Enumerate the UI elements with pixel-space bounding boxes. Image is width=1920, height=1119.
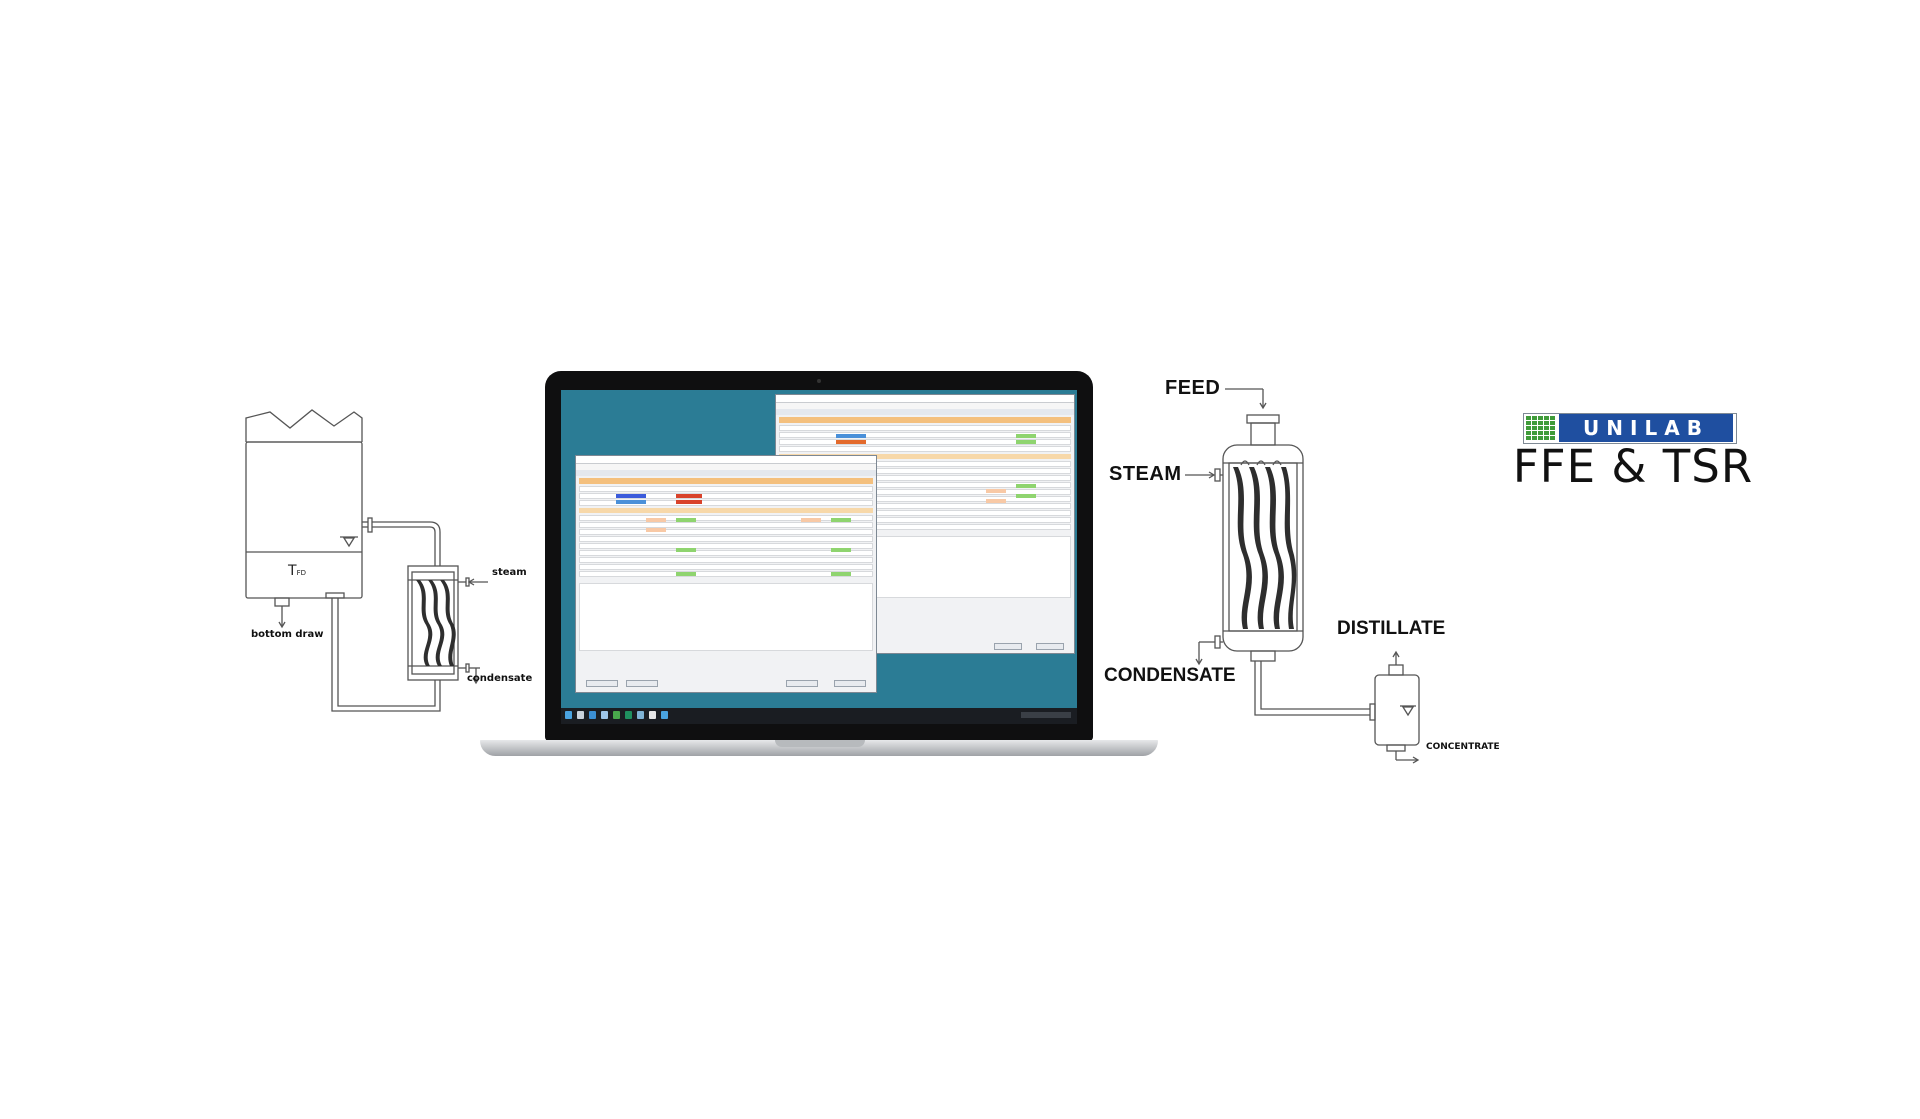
condensate-label-right: CONDENSATE xyxy=(1104,665,1236,686)
bottom-draw-label: bottom draw xyxy=(251,629,324,640)
level-indicator-icon xyxy=(1401,706,1415,717)
taskbar-app-icon xyxy=(589,711,596,719)
steam-label-left: steam xyxy=(492,567,527,578)
feed-label: FEED xyxy=(1165,377,1221,399)
taskbar-app-icon xyxy=(649,711,656,719)
window-titlebar xyxy=(576,456,876,464)
laptop-screen xyxy=(561,390,1077,724)
software-window-front xyxy=(575,455,877,693)
laptop-base xyxy=(480,740,1158,756)
level-indicator-icon xyxy=(342,537,356,548)
window-header-bar xyxy=(779,417,1071,423)
twisted-tubes-icon xyxy=(416,580,456,666)
taskbar-app-icon xyxy=(601,711,608,719)
left-process-diagram xyxy=(245,409,488,712)
tank-symbol: T xyxy=(288,563,297,579)
window-menubar xyxy=(576,464,876,470)
separator-vessel xyxy=(1374,674,1420,746)
tank-label: TFD xyxy=(288,563,306,579)
taskbar-app-icon xyxy=(613,711,620,719)
concentrate-label: CONCENTRATE xyxy=(1426,742,1500,752)
distillate-label: DISTILLATE xyxy=(1337,618,1446,639)
laptop-notch xyxy=(775,740,865,747)
steam-label-right: STEAM xyxy=(1109,463,1182,485)
tank-roof xyxy=(245,409,363,442)
window-menubar xyxy=(776,403,1074,409)
logo-grid-icon xyxy=(1526,416,1555,440)
taskbar-app-icon xyxy=(577,711,584,719)
logo-product-title: FFE & TSR xyxy=(1512,440,1754,493)
taskbar-app-icon xyxy=(661,711,668,719)
logo-brand: UNILAB xyxy=(1559,414,1733,442)
system-tray xyxy=(1021,712,1071,718)
start-icon xyxy=(565,711,572,719)
heat-exchanger xyxy=(407,565,459,681)
taskbar-app-icon xyxy=(625,711,632,719)
window-titlebar xyxy=(776,395,1074,403)
twisted-tubes-icon xyxy=(1233,467,1297,629)
window-header-bar xyxy=(579,478,873,484)
right-process-diagram xyxy=(1185,388,1420,764)
taskbar-app-icon xyxy=(637,711,644,719)
condensate-label-left: condensate xyxy=(467,673,533,684)
tank-symbol-sub: FD xyxy=(296,569,306,577)
laptop-camera xyxy=(817,379,821,383)
taskbar xyxy=(561,708,1077,724)
